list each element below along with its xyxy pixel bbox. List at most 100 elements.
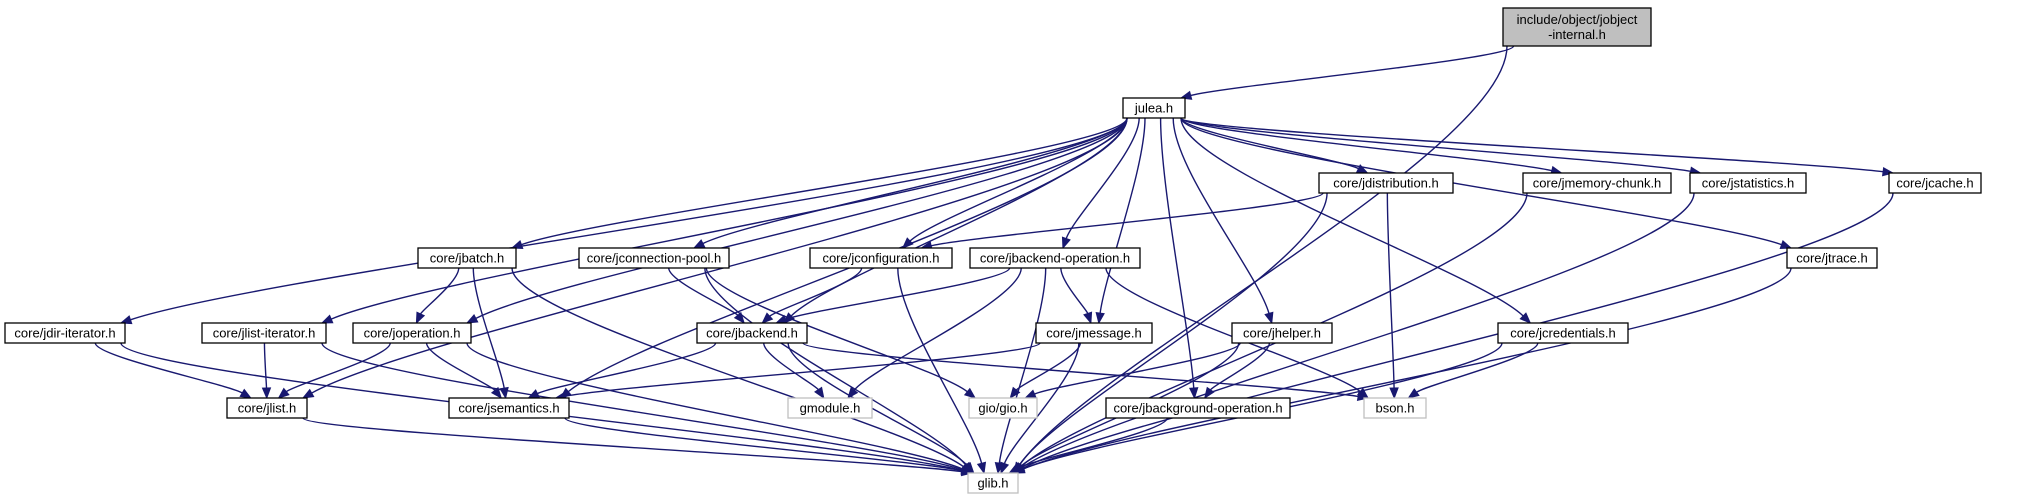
node-box [201,322,327,344]
arrowhead [1779,240,1793,249]
node-jmessage[interactable]: core/jmessage.h [1035,322,1153,344]
node-jbackendop[interactable]: core/jbackend-operation.h [969,247,1141,269]
edge-line [1034,342,1241,395]
arrowhead [239,388,252,399]
edge-joperation-to-jlist [277,342,391,399]
edge-line [930,192,1324,247]
edge-line [785,267,1011,320]
node-jhelper[interactable]: core/jhelper.h [1231,322,1333,344]
node-jconfiguration[interactable]: core/jconfiguration.h [809,247,953,269]
node-label: core/jconnection-pool.h [587,251,721,266]
edge-jbatch-to-jsemantics [472,267,509,400]
node-jdistribution[interactable]: core/jdistribution.h [1318,172,1454,194]
edge-line [511,267,965,468]
arrowhead [1881,166,1895,177]
arrowhead [1083,311,1093,325]
edge-line [802,342,1359,398]
node-jlistiter[interactable]: core/jlist-iterator.h [201,322,327,344]
edge-line [1386,192,1395,389]
arrowhead [1024,389,1037,399]
edge-jdistribution-to-bson [1386,192,1399,400]
edge-jconnpool-to-jbackend [668,267,746,325]
edge-line [94,342,243,394]
arrowhead [320,314,334,324]
edge-line [472,267,505,389]
edge-julea-to-jbackend [783,117,1128,324]
node-jdiriter[interactable]: core/jdir-iterator.h [4,322,126,344]
node-jconnpool[interactable]: core/jconnection-pool.h [578,247,730,269]
node-jlist[interactable]: core/jlist.h [226,397,308,419]
edge-line [909,117,1128,242]
edge-jdistribution-to-jconfiguration [920,192,1324,251]
arrowhead [510,240,524,249]
node-jcredentials[interactable]: core/jcredentials.h [1497,322,1629,344]
node-joperation[interactable]: core/joperation.h [352,322,472,344]
node-jtrace[interactable]: core/jtrace.h [1786,247,1878,269]
node-jbackend[interactable]: core/jbackend.h [696,322,808,344]
edge-jlistiter-to-glib [321,342,974,475]
node-box [1035,322,1153,344]
node-label: core/jconfiguration.h [822,251,939,266]
edge-jlistiter-to-jlist [261,342,272,400]
node-box [967,472,1019,494]
edge-line [790,117,1128,317]
node-box [226,397,308,419]
edge-julea-to-jdiriter [119,117,1128,325]
edge-jbackend-to-bson [802,342,1370,401]
node-label: core/jbackend-operation.h [980,251,1130,266]
node-box [1122,97,1186,119]
node-label: core/joperation.h [364,326,461,341]
node-box [1497,322,1629,344]
arrowhead [1389,387,1399,400]
node-label: core/jhelper.h [1243,326,1321,341]
node-label: core/jlist-iterator.h [213,326,316,341]
edge-line [1065,117,1140,239]
header-nodes: include/object/jobject-internal.h julea.h… [4,7,1982,494]
arrowhead [976,461,987,475]
arrowhead [1061,236,1071,250]
node-box [809,247,953,269]
edge-line [1159,117,1195,389]
arrowhead [261,387,272,400]
node-box [1689,172,1807,194]
arrowhead [119,315,133,325]
edge-jconnpool-to-gio [705,267,977,399]
edge-line [1180,117,1553,172]
arrowhead [1519,312,1532,324]
arrowhead [277,387,290,399]
node-box [1318,172,1454,194]
node-jsemantics[interactable]: core/jsemantics.h [448,397,570,419]
edge-jbackendop-to-gmodule [847,267,1022,400]
node-jmemorychunk[interactable]: core/jmemory-chunk.h [1522,172,1672,194]
node-root[interactable]: include/object/jobject-internal.h [1502,7,1652,47]
edge-line [1209,342,1271,391]
edge-line [419,267,460,315]
node-label: julea.h [1134,101,1173,116]
arrowhead [814,386,825,400]
arrowhead [301,388,315,399]
node-label: gmodule.h [800,401,861,416]
node-label: bson.h [1375,401,1414,416]
edge-line [897,267,983,464]
node-jstatistics[interactable]: core/jstatistics.h [1689,172,1807,194]
edge-line [285,342,391,393]
node-bson: bson.h [1363,397,1427,419]
arrowhead [1264,311,1274,325]
node-jcache[interactable]: core/jcache.h [1888,172,1982,194]
edge-line [537,342,717,395]
edge-jbackend-to-gmodule [763,342,825,400]
node-label: core/jtrace.h [1796,251,1868,266]
edge-line [521,117,1128,246]
node-box [1231,322,1333,344]
edge-jcredentials-to-bson [1407,342,1539,399]
edge-jbatch-to-glib [511,267,974,474]
edge-jhelper-to-jbgop [1203,342,1271,400]
edge-joperation-to-jsemantics [425,342,503,400]
node-jbatch[interactable]: core/jbatch.h [417,247,517,269]
edge-line [565,342,1041,397]
node-label: core/jbackend.h [706,326,798,341]
edge-julea-to-jcredentials [1180,117,1532,324]
node-jbgop[interactable]: core/jbackground-operation.h [1105,397,1291,419]
node-julea[interactable]: julea.h [1122,97,1186,119]
node-box [1522,172,1672,194]
